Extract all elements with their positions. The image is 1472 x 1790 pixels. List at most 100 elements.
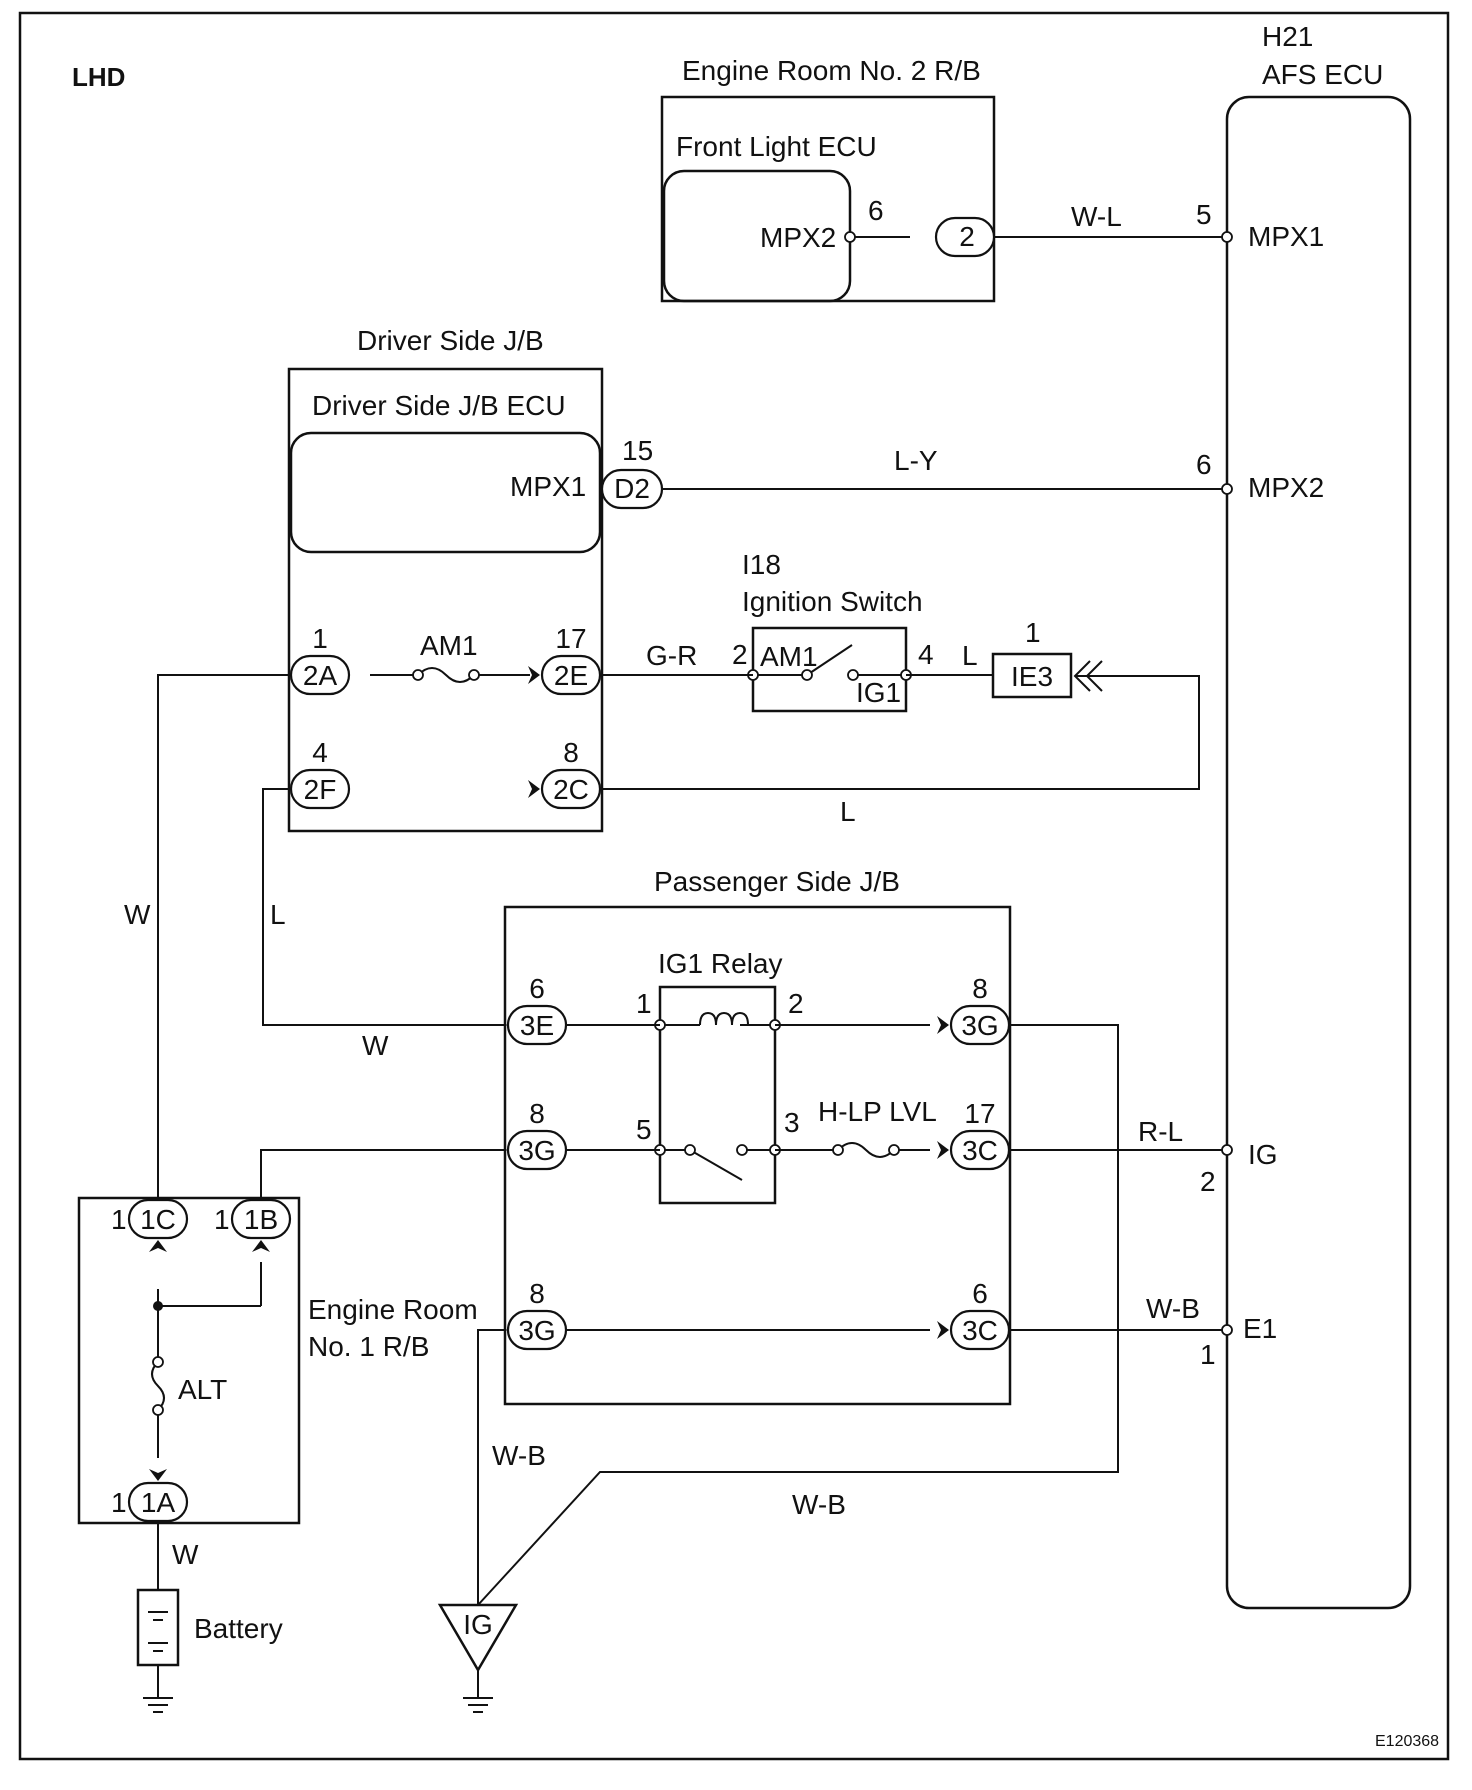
ignition-switch: I18 Ignition Switch AM1 IG1 2 4 <box>732 549 934 713</box>
connector-arrow-icon <box>252 1240 270 1252</box>
connector-arrow-icon <box>149 1469 167 1481</box>
afs-pin-mpx2-label: MPX2 <box>1248 472 1324 503</box>
afs-pin-e1-number: 1 <box>1200 1339 1216 1370</box>
ignition-contact-dot <box>847 669 859 681</box>
connector-shell <box>949 1309 1011 1351</box>
connector-id-label: 1B <box>244 1204 278 1235</box>
connector-shell <box>949 1129 1011 1171</box>
ground-symbol-icon <box>463 1697 493 1713</box>
passenger-side-jb-name: Passenger Side J/B <box>654 866 900 897</box>
engine-room-1-rb-name-line1: Engine Room <box>308 1294 478 1325</box>
relay-contact-dot <box>684 1144 696 1156</box>
hlp-lvl-fuse-label: H-LP LVL <box>818 1096 937 1127</box>
connector-pin-number: 1 <box>111 1204 127 1235</box>
wire-color-label: W <box>124 899 151 930</box>
ie3-label: IE3 <box>1011 661 1053 692</box>
connector-pin-number: 17 <box>964 1098 995 1129</box>
connector-shell <box>127 1198 189 1240</box>
wire-color-label: W-B <box>492 1440 546 1471</box>
afs-ecu-name: AFS ECU <box>1262 59 1383 90</box>
relay-coil-icon <box>699 1011 749 1026</box>
connector-shell <box>949 1004 1011 1046</box>
connector-1a: 1A1 <box>111 1469 189 1523</box>
afs-ecu: H21 AFS ECU 5 MPX1 6 MPX2 IG 2 E1 1 <box>1196 21 1412 1610</box>
connector-arrow-icon <box>528 780 540 798</box>
engine-room-2-rb-name: Engine Room No. 2 R/B <box>682 55 981 86</box>
connector-pin-number: 8 <box>563 737 579 768</box>
connector-id-label: 1C <box>140 1204 176 1235</box>
am1-fuse: AM1 <box>370 630 530 683</box>
connector-id-label: 2C <box>553 774 589 805</box>
connector-pin-number: 6 <box>972 1278 988 1309</box>
ignition-switch-pin-in: 2 <box>732 639 748 670</box>
ignition-switch-code: I18 <box>742 549 781 580</box>
ground-ig-label: IG <box>463 1609 493 1640</box>
afs-pin-ig-label: IG <box>1248 1139 1278 1170</box>
ie3-connector: 1 IE3 <box>991 617 1103 699</box>
wire-color-label: W <box>362 1030 389 1061</box>
connector-arrow-icon <box>528 666 540 684</box>
wire-color-label: G-R <box>646 640 697 671</box>
connector-pin-number: 6 <box>529 973 545 1004</box>
relay-pin-1: 1 <box>636 988 652 1019</box>
driver-jb-pin-number: 15 <box>622 435 653 466</box>
connector-shell <box>540 654 602 696</box>
afs-ecu-box <box>1225 95 1412 1610</box>
connector-id-label: 3E <box>520 1010 554 1041</box>
connector-1c: 1C 1 <box>111 1198 189 1252</box>
engine-room-2-rb: Engine Room No. 2 R/B Front Light ECU MP… <box>660 55 996 303</box>
wire-color-label: L <box>840 796 856 827</box>
connector-pin-number: 1 <box>214 1204 230 1235</box>
driver-side-jb-name: Driver Side J/B <box>357 325 544 356</box>
connector-shell <box>506 1004 568 1046</box>
connector-2f: 2F4 <box>289 737 351 810</box>
connector-3e: 3E6 <box>506 973 568 1046</box>
passenger-side-jb-box <box>503 905 1012 1406</box>
region-label: LHD <box>72 62 125 92</box>
connector-3g: 3G8 <box>937 973 1011 1046</box>
ie3-pin-number: 1 <box>1025 617 1041 648</box>
connector-pin-number: 1 <box>312 623 328 654</box>
connector-pin-number: 4 <box>312 737 328 768</box>
wire-color-label: L-Y <box>894 445 938 476</box>
connector-shell <box>127 1481 189 1523</box>
connector-pin-number: 8 <box>529 1098 545 1129</box>
figure-id: E120368 <box>1375 1733 1439 1750</box>
afs-pin-mpx1-label: MPX1 <box>1248 221 1324 252</box>
wire-color-label: W <box>172 1539 199 1570</box>
wire-color-label: W-L <box>1071 201 1122 232</box>
afs-pin-mpx1-number: 5 <box>1196 199 1212 230</box>
connector-3g: 3G8 <box>506 1098 568 1171</box>
wire-color-label: R-L <box>1138 1116 1183 1147</box>
driver-side-jb-box <box>287 367 604 833</box>
afs-pin-e1-label: E1 <box>1243 1313 1277 1344</box>
connector-3c: 3C6 <box>937 1278 1011 1351</box>
connector-2c: 2C8 <box>528 737 602 810</box>
passenger-side-jb: Passenger Side J/B IG1 Relay 1 2 5 3 <box>503 866 1012 1406</box>
relay-contact-dot <box>736 1144 748 1156</box>
relay-pin-2: 2 <box>788 988 804 1019</box>
ground-ig: IG <box>437 1603 519 1713</box>
connector-pin-number: 8 <box>529 1278 545 1309</box>
engine-room-1-rb-name-line2: No. 1 R/B <box>308 1331 429 1362</box>
battery-label: Battery <box>194 1613 283 1644</box>
connector-id-label: 3C <box>962 1135 998 1166</box>
wire-color-label: L <box>962 640 978 671</box>
front-light-mpx2-label: MPX2 <box>760 222 836 253</box>
alt-fuse-label: ALT <box>178 1374 227 1405</box>
connector-id-label: 3G <box>518 1135 555 1166</box>
diagram-frame <box>18 11 1450 1761</box>
connector-shell <box>540 768 602 810</box>
afs-ecu-code: H21 <box>1262 21 1313 52</box>
ignition-contact-dot <box>801 669 813 681</box>
connector-pin-number: 8 <box>972 973 988 1004</box>
connector-pin-number: 17 <box>555 623 586 654</box>
connector-id-label: 1A <box>141 1487 176 1518</box>
battery: Battery <box>136 1588 283 1713</box>
battery-icon <box>136 1588 180 1667</box>
engine-room-1-rb: Engine Room No. 1 R/B ALT <box>77 1196 478 1525</box>
